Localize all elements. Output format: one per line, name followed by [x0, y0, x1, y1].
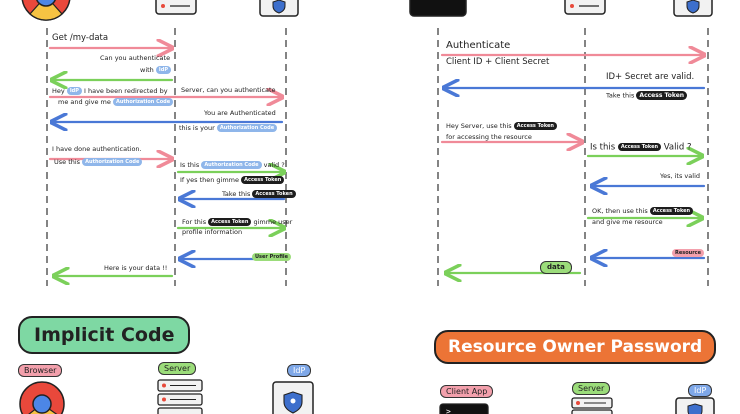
server-tag-right: Server — [572, 382, 611, 395]
server-icon-bottom — [157, 379, 203, 414]
msg-is-this-label: Is this — [180, 161, 200, 169]
msg-hey-idp: Hey IdP I have been redirected by — [52, 87, 168, 95]
msg-redirected-label: I have been redirected by — [84, 87, 168, 95]
msg-id-secret-valid: ID+ Secret are valid. — [606, 72, 695, 82]
idp-shield-icon-bottom-right — [675, 397, 715, 414]
implicit-code-title: Implicit Code — [18, 316, 191, 354]
resource-pill: Resource — [672, 248, 705, 257]
msg-get-data: Get /my-data — [52, 33, 109, 43]
msg-is-token-valid: Is this Access Token Valid ? — [590, 143, 691, 153]
actor-icons-bottom: >_ — [19, 379, 715, 414]
msg-for-this-label: For this — [182, 218, 207, 226]
access-token-pill: Access Token — [649, 207, 694, 215]
msg-take-this-label: Take this — [222, 190, 251, 198]
msg-gimme-user-label: gimme user — [253, 218, 293, 226]
msg-profile-info: profile information — [182, 228, 243, 236]
msg-gimme-token: If yes then gimme Access Token — [180, 176, 285, 184]
msg-give-resource: and give me resource — [592, 218, 663, 226]
idp-pill: IdP — [66, 87, 82, 95]
msg-is-code-valid: Is this Authorization Code valid ? — [180, 161, 285, 169]
msg-server-authenticate: Server, can you authenticate — [181, 86, 276, 94]
msg-this-is-your-code: this is your Authorization Code — [179, 124, 278, 132]
msg-can-authenticate: Can you authenticate — [100, 54, 171, 62]
access-token-pill: Access Token — [241, 176, 285, 184]
resource-owner-title: Resource Owner Password — [434, 330, 717, 364]
access-token-pill: Access Token — [513, 122, 557, 130]
auth-code-pill: Authorization Code — [112, 98, 174, 106]
msg-valid-label: Valid ? — [663, 142, 692, 153]
msg-give-me-label: me and give me — [58, 98, 111, 106]
msg-authenticate: Authenticate — [446, 40, 511, 51]
idp-shield-icon — [259, 0, 299, 17]
idp-tag: IdP — [287, 364, 312, 377]
msg-accessing-resource: for accessing the resource — [446, 133, 532, 141]
msg-take-access-token: Take this Access Token — [606, 91, 688, 100]
auth-code-pill: Authorization Code — [201, 161, 262, 169]
msg-authenticated: You are Authenticated — [204, 109, 276, 117]
server-icon-right — [564, 0, 606, 15]
browser-tag: Browser — [18, 364, 63, 377]
msg-use-this-code: Use this Authorization Code — [54, 158, 143, 166]
actor-icons-top — [21, 0, 713, 21]
msg-for-token: For this Access Token gimme user — [182, 218, 292, 226]
data-pill: data — [540, 261, 572, 274]
svg-text:>_: >_ — [446, 407, 456, 414]
user-profile-pill: User Profile — [252, 252, 292, 261]
access-token-pill: Access Token — [208, 218, 252, 226]
msg-use-this-label: Use this — [54, 158, 81, 166]
browser-icon-bottom — [19, 381, 65, 414]
idp-shield-icon-right — [673, 0, 713, 17]
client-app-tag: Client App — [440, 385, 494, 398]
idp-tag-right: IdP — [688, 384, 713, 397]
access-token-pill: Access Token — [617, 143, 662, 151]
msg-is-this-label: Is this — [590, 142, 616, 153]
msg-client-id-secret: Client ID + Client Secret — [446, 57, 550, 67]
msg-give-me-code: me and give me Authorization Code — [58, 98, 174, 106]
idp-pill: IdP — [155, 66, 171, 74]
msg-here-data: Here is your data !! — [104, 264, 168, 272]
lifelines-right — [437, 28, 709, 286]
auth-code-pill: Authorization Code — [82, 158, 143, 166]
msg-valid-label: valid ? — [263, 161, 285, 169]
msg-with-idp: with IdP — [140, 66, 171, 74]
access-token-pill: Access Token — [636, 91, 688, 100]
msg-if-yes-label: If yes then gimme — [180, 176, 240, 184]
msg-take-this-label: Take this — [606, 91, 635, 100]
server-tag: Server — [158, 362, 197, 375]
lifelines-left — [46, 28, 287, 286]
user-profile-tag: User Profile — [252, 246, 292, 265]
resource-tag: Resource — [672, 242, 705, 261]
server-icon — [155, 0, 197, 15]
browser-icon — [21, 0, 71, 21]
auth-code-pill: Authorization Code — [216, 124, 278, 132]
idp-shield-icon-bottom — [272, 381, 314, 414]
msg-hey-label: Hey — [52, 87, 65, 95]
msg-yes-valid: Yes, its valid — [660, 172, 700, 180]
msg-hey-server-label: Hey Server, use this — [446, 122, 512, 130]
access-token-pill: Access Token — [252, 190, 296, 198]
server-icon-bottom-right — [571, 397, 613, 414]
data-tag: data — [540, 257, 572, 276]
client-app-icon-bottom: >_ — [439, 403, 489, 414]
msg-ok-label: OK, then use this — [592, 207, 648, 215]
msg-ok-use-token: OK, then use this Access Token — [592, 207, 694, 215]
msg-with-label: with — [140, 66, 154, 74]
msg-this-is-your-label: this is your — [179, 124, 215, 132]
msg-done-auth: I have done authentication. — [52, 145, 142, 153]
msg-hey-server-use: Hey Server, use this Access Token — [446, 122, 557, 130]
msg-take-token: Take this Access Token — [222, 190, 296, 198]
client-app-icon — [409, 0, 467, 17]
